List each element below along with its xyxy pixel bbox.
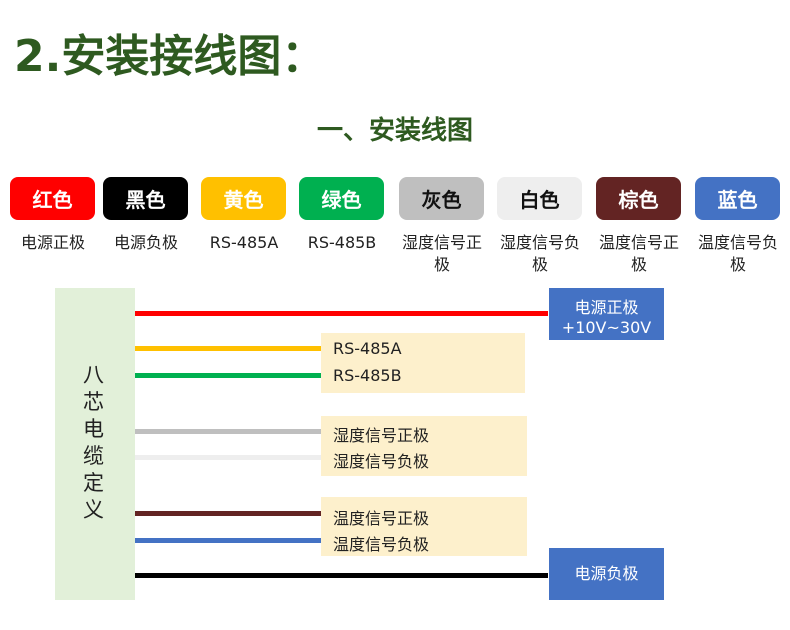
cable-label: 八芯电缆定义 bbox=[83, 363, 104, 522]
color-chip: 黑色 bbox=[103, 177, 188, 220]
color-chip-description: 湿度信号负极 bbox=[500, 233, 581, 274]
wire-brown bbox=[135, 511, 321, 516]
color-chip: 灰色 bbox=[399, 177, 484, 220]
color-chip: 黄色 bbox=[201, 177, 286, 220]
humidity-box: 湿度信号正极 湿度信号负极 bbox=[321, 416, 527, 476]
color-chip: 红色 bbox=[10, 177, 95, 220]
rs485b-label: RS-485B bbox=[333, 366, 402, 385]
temperature-pos-label: 温度信号正极 bbox=[333, 509, 430, 528]
rs485-box: RS-485A RS-485B bbox=[321, 333, 525, 393]
color-chip: 棕色 bbox=[596, 177, 681, 220]
wire-black bbox=[135, 573, 548, 578]
color-chip-description: 湿度信号正极 bbox=[402, 233, 483, 274]
power-positive-voltage: +10V~30V bbox=[561, 318, 652, 337]
temperature-box: 温度信号正极 温度信号负极 bbox=[321, 497, 527, 556]
color-chip-description: 温度信号正极 bbox=[599, 233, 680, 274]
wire-blue bbox=[135, 538, 321, 543]
color-chip-description: 温度信号负极 bbox=[698, 233, 779, 274]
temperature-neg-label: 温度信号负极 bbox=[333, 535, 430, 554]
color-chip-description: RS-485A bbox=[209, 233, 279, 252]
page-title: 2.安装接线图： bbox=[14, 31, 326, 82]
power-positive-label: 电源正极 bbox=[574, 298, 639, 317]
color-chip-description: 电源负极 bbox=[113, 233, 178, 252]
cable-box bbox=[55, 288, 135, 600]
wire-gray bbox=[135, 429, 321, 434]
color-chip: 绿色 bbox=[299, 177, 384, 220]
humidity-pos-label: 湿度信号正极 bbox=[333, 426, 430, 445]
humidity-neg-label: 湿度信号负极 bbox=[333, 452, 430, 471]
section-title: 一、安装线图 bbox=[316, 116, 473, 146]
color-chip: 白色 bbox=[497, 177, 582, 220]
power-positive-box: 电源正极 +10V~30V bbox=[549, 288, 664, 340]
color-chip: 蓝色 bbox=[695, 177, 780, 220]
power-negative-box: 电源负极 bbox=[549, 548, 664, 600]
wire-green bbox=[135, 373, 321, 378]
wire-white bbox=[135, 455, 321, 460]
rs485a-label: RS-485A bbox=[333, 339, 402, 358]
wire-red bbox=[135, 311, 548, 316]
power-negative-label: 电源负极 bbox=[574, 564, 639, 583]
wire-yellow bbox=[135, 346, 321, 351]
color-chip-description: 电源正极 bbox=[20, 233, 85, 252]
color-chip-description: RS-485B bbox=[307, 233, 377, 252]
